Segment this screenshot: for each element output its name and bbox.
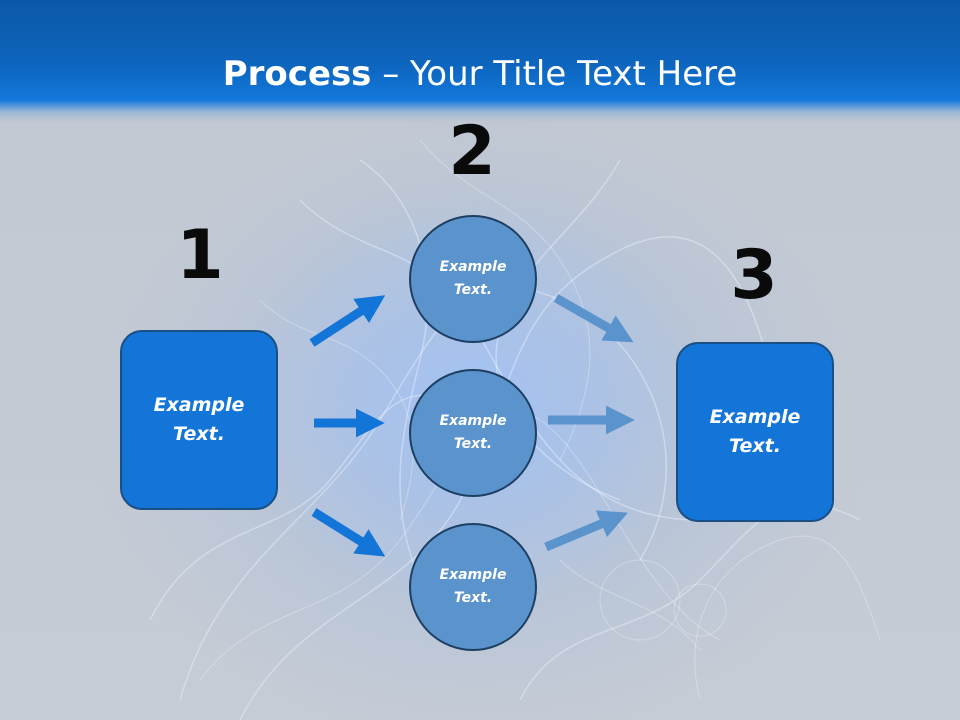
step-2-circle-bottom: Example Text. (409, 523, 537, 651)
title-banner (0, 0, 960, 122)
step-number-2: 2 (448, 112, 496, 191)
step-1-label: Example Text. (153, 394, 245, 445)
step-3-box: Example Text. (676, 342, 834, 522)
circle-middle-label: Example Text. (439, 413, 507, 452)
arrow-top-to-3 (553, 294, 634, 343)
arrow-bottom-to-3 (544, 510, 628, 552)
step-1-box: Example Text. (120, 330, 278, 510)
arrow-1-to-top (309, 295, 386, 347)
step-number-3: 3 (730, 236, 778, 315)
title-rest: – Your Title Text Here (371, 54, 738, 94)
circle-bottom-label: Example Text. (439, 567, 507, 606)
circle-top-label: Example Text. (439, 259, 507, 298)
step-3-label: Example Text. (709, 406, 801, 457)
arrow-1-to-bottom (311, 508, 386, 557)
title-bold: Process (222, 54, 372, 94)
step-2-circle-top: Example Text. (409, 215, 537, 343)
step-2-circle-middle: Example Text. (409, 369, 537, 497)
slide-title: Process – Your Title Text Here (0, 52, 960, 96)
step-number-1: 1 (176, 216, 224, 295)
